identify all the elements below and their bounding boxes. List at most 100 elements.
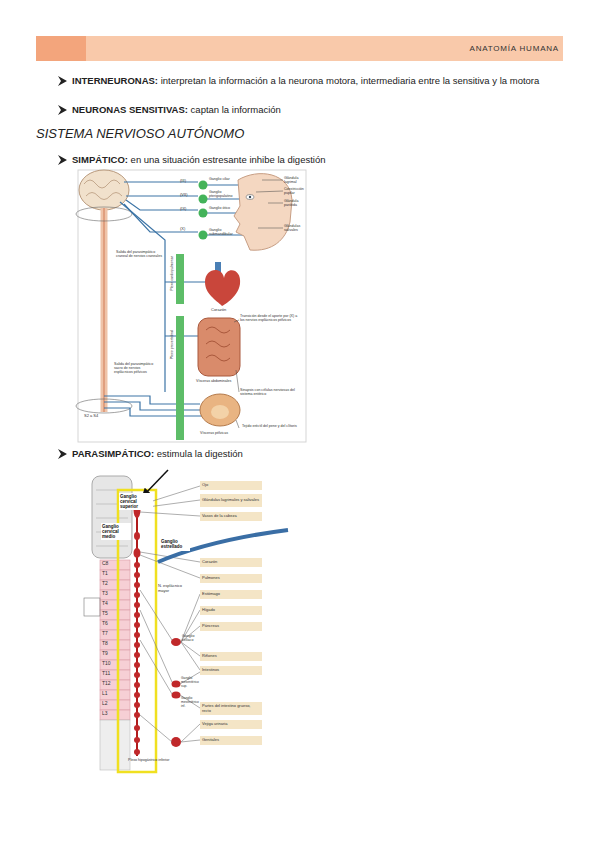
outflow-ring [76, 399, 132, 413]
nerve-line [126, 200, 198, 210]
ganglion-label: Ganglio mesentérico inf. [181, 697, 201, 708]
organ-box: Estómago [200, 590, 262, 599]
ganglion [134, 662, 140, 668]
ganglion [134, 737, 140, 743]
ganglion [134, 612, 140, 618]
vertebra-label: T9 [102, 651, 122, 657]
nerve-line [181, 594, 200, 670]
organ-box: Páncreas [200, 622, 262, 631]
note-label: Transición desde el aporte por (X) a los… [240, 314, 300, 322]
ganglion-label: Ganglio estrellado [160, 538, 190, 551]
leader-line [234, 320, 239, 322]
vertebra-label: T12 [102, 681, 122, 687]
vertebra-label: L2 [102, 701, 122, 707]
ganglion [134, 692, 140, 698]
vertebra-label: T10 [102, 661, 122, 667]
ganglion [172, 692, 181, 699]
organ-label: Vísceras abdominales [196, 379, 240, 383]
ganglion [134, 532, 140, 540]
nerve-line [124, 181, 198, 182]
definition-text: en una situación estresante inhibe la di… [131, 154, 326, 165]
vertebra-rows [100, 560, 130, 720]
brain-fold [86, 193, 122, 200]
vertebra-row [100, 630, 130, 640]
nerve-line [104, 402, 200, 410]
vertebra-row [100, 600, 130, 610]
organ-label: Glándula lagrimal [284, 176, 306, 184]
outflow-label: Salida del parasimpático sacro de nervio… [114, 362, 160, 374]
spinal-cord [101, 208, 108, 412]
ganglion [134, 682, 140, 688]
node-text: ANATOMÍA HUMANA [86, 36, 559, 61]
bullet-item: SIMPÁTICO: en una situación estresante i… [72, 153, 560, 167]
vertebra-row [100, 640, 130, 650]
node-text: Páncreas [202, 624, 219, 629]
ganglion [199, 181, 208, 190]
node-text: Glándulas lagrimales y salivales [202, 498, 259, 503]
nerve-line [104, 408, 202, 416]
leader-line [268, 203, 283, 204]
organ-box: Corazón [200, 558, 262, 567]
organ-label: Corazón [211, 308, 241, 313]
organ-box: Glándulas lagrimales y salivales [200, 494, 262, 507]
vertebra-label: T2 [102, 581, 122, 587]
vertebra-label: T6 [102, 621, 122, 627]
node-text: Pulmones [202, 576, 220, 581]
nerve-label: N. esplácnico mayor [158, 584, 188, 593]
organ-label: Constricción pupilar [284, 187, 306, 195]
vertebra-row [100, 670, 130, 680]
ganglion-label: Ganglio pterigopalatino [209, 190, 239, 198]
ganglion [134, 725, 140, 731]
ganglion [171, 638, 181, 646]
bracket-box [84, 598, 100, 616]
ganglion [134, 562, 140, 568]
organ-box: Partes del intestino grueso, recto [200, 702, 262, 715]
section-heading: SISTEMA NERVIOSO AUTÓNOMO [36, 126, 336, 141]
vertebra-label: T1 [102, 571, 122, 577]
bullet-item: INTERNEURONAS: interpretan la informació… [72, 74, 560, 88]
bullet-arrow [58, 155, 67, 165]
vertebra-row [100, 580, 130, 590]
vertebra-row [100, 690, 130, 700]
leader-line [236, 370, 239, 392]
term-label: SIMPÁTICO: [72, 154, 131, 165]
bladder [211, 405, 229, 419]
node-text: Genitales [202, 738, 219, 743]
spinal-cord [103, 208, 105, 412]
ganglion [134, 672, 140, 678]
header-accent [36, 36, 86, 61]
vertebra-label: L1 [102, 691, 122, 697]
bullet-arrow [58, 76, 67, 86]
organ-box: Ojo [200, 481, 262, 490]
bullet-item: PARASIMPÁTICO: estimula la digestión [72, 447, 560, 461]
nerve-line [104, 396, 200, 404]
brain-fold [84, 180, 120, 188]
ganglion-label: Ganglio celíaco [182, 634, 202, 642]
node-text: Ganglio cervical superior [120, 494, 152, 509]
eye [246, 195, 254, 200]
vertebra-row [100, 590, 130, 600]
definition-text: captan la información [191, 104, 281, 115]
figure-frame [78, 170, 306, 442]
vertebra-row [100, 620, 130, 630]
nerve-lines [140, 486, 200, 742]
term-label: PARASIMPÁTICO: [72, 448, 157, 459]
vertebra-label: L3 [102, 711, 122, 717]
ganglion-label: Ganglio cervical medio [101, 523, 131, 540]
leader-line [258, 228, 283, 229]
node-text: Intestinos [202, 668, 219, 673]
ganglion [134, 712, 140, 718]
vertebra-label: T4 [102, 601, 122, 607]
outflow-label: Salida del parasimpático craneal de nerv… [116, 250, 162, 258]
cranial-nerve-number: (III) [180, 179, 194, 184]
vertebra-label: T5 [102, 611, 122, 617]
note-label: Sinapsis con células nerviosas del siste… [240, 388, 300, 396]
term-label: NEURONAS SENSITIVAS: [72, 104, 191, 115]
cranial-nerve-number: (VII) [180, 193, 194, 198]
organ-label: Glándula parótida [284, 199, 306, 207]
cranial-nerve-number: (IX) [180, 207, 194, 212]
vertebra-label: T8 [102, 641, 122, 647]
heart [205, 270, 240, 306]
nerve-line [140, 590, 172, 742]
sacrum [100, 720, 130, 770]
